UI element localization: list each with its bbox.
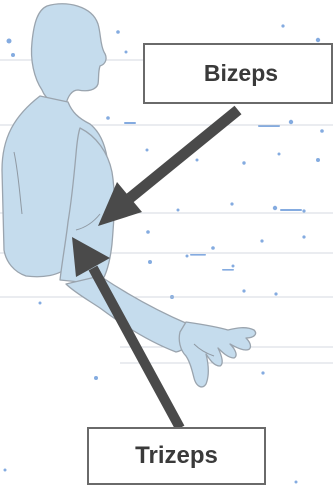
hand-shape	[179, 322, 255, 387]
head-shape	[31, 4, 106, 105]
biceps-label-box: Bizeps	[143, 43, 333, 104]
biceps-arrow	[98, 110, 238, 226]
biceps-label: Bizeps	[204, 60, 278, 87]
triceps-label: Trizeps	[135, 442, 218, 470]
triceps-label-box: Trizeps	[87, 427, 266, 485]
